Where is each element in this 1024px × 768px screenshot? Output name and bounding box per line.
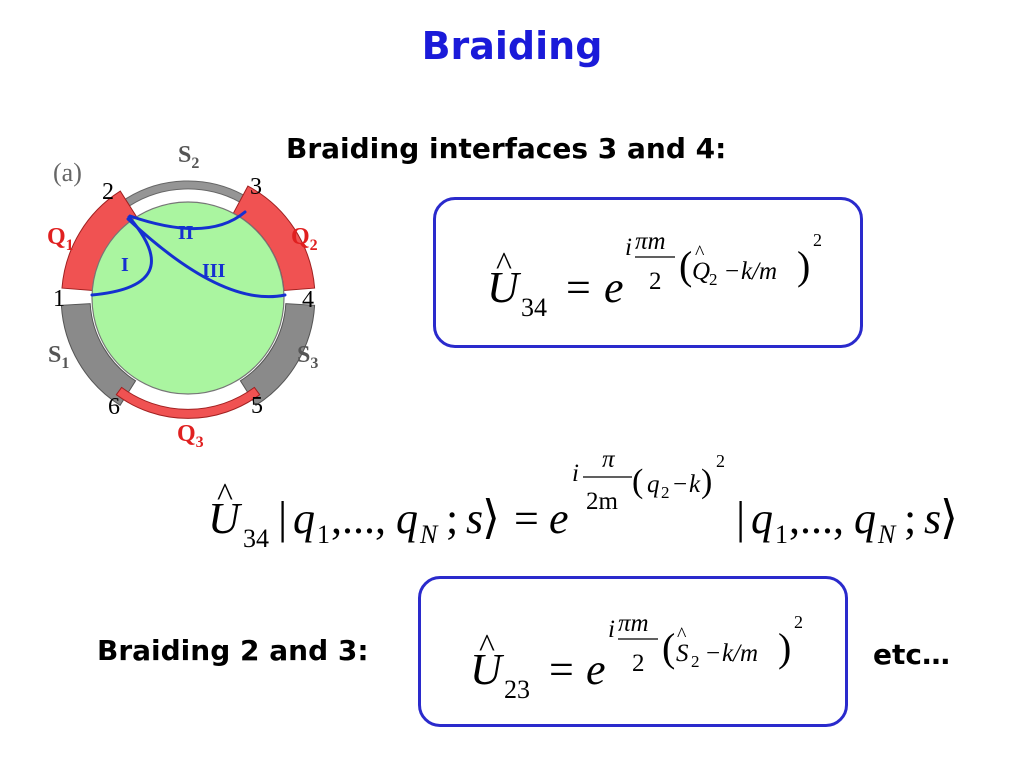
svg-text:2: 2 xyxy=(813,230,822,250)
svg-text:|: | xyxy=(278,492,287,543)
equation-box-u34 xyxy=(433,197,863,348)
svg-text:i: i xyxy=(625,234,632,261)
svg-text:2: 2 xyxy=(691,652,700,671)
svg-text:e: e xyxy=(549,494,569,543)
svg-text:;: ; xyxy=(446,494,458,543)
node-1: 1 xyxy=(53,286,65,312)
svg-text:⟩: ⟩ xyxy=(940,492,958,543)
svg-text:(: ( xyxy=(679,243,692,288)
node-4: 4 xyxy=(302,287,314,313)
svg-text:q: q xyxy=(647,471,660,498)
equation-u23: U ^ 23 = e i πm 2 ( ^ S 2 − k/m ) 2 xyxy=(470,610,803,704)
heading-braiding-23: Braiding 2 and 3: xyxy=(97,634,369,667)
braiding-diagram: (a) 1 2 3 4 5 6 S1 S2 S3 Q1 Q2 Q3 I II I… xyxy=(47,142,318,451)
region-i: I xyxy=(121,254,129,276)
svg-text:(: ( xyxy=(662,625,675,670)
heading-braiding-34: Braiding interfaces 3 and 4: xyxy=(286,132,727,165)
svg-text:2m: 2m xyxy=(586,488,619,515)
svg-text:−: − xyxy=(673,471,687,498)
svg-text:s: s xyxy=(466,494,483,543)
etc-text: etc… xyxy=(873,638,950,671)
svg-text:^: ^ xyxy=(677,624,687,646)
svg-text:i: i xyxy=(608,616,615,643)
svg-text:S: S xyxy=(676,640,689,667)
svg-text:k/m: k/m xyxy=(722,640,758,667)
svg-text:,...,: ,..., xyxy=(331,494,386,543)
svg-text:πm: πm xyxy=(618,610,649,637)
svg-text:,...,: ,..., xyxy=(789,494,844,543)
svg-text:−: − xyxy=(706,640,720,667)
svg-text:πm: πm xyxy=(635,228,666,255)
svg-text:): ) xyxy=(778,625,791,670)
svg-text:U: U xyxy=(487,263,522,312)
region-ii: II xyxy=(178,222,194,244)
slide-title: Braiding xyxy=(421,24,603,68)
braiding-curves xyxy=(90,210,287,299)
svg-text:π: π xyxy=(602,446,616,473)
node-2: 2 xyxy=(102,179,114,205)
svg-text:34: 34 xyxy=(243,524,269,553)
svg-text:2: 2 xyxy=(632,650,645,677)
svg-text:2: 2 xyxy=(709,270,718,289)
svg-text:^: ^ xyxy=(496,246,512,283)
svg-text:−: − xyxy=(725,258,739,285)
svg-text:e: e xyxy=(586,645,606,694)
svg-text:(: ( xyxy=(632,463,643,500)
label-q3: Q3 xyxy=(177,421,204,451)
svg-text:U: U xyxy=(470,645,505,694)
svg-text:q: q xyxy=(396,494,418,543)
node-3: 3 xyxy=(250,174,262,200)
svg-text:=: = xyxy=(549,645,574,694)
region-iii: III xyxy=(202,260,226,282)
label-q2: Q2 xyxy=(291,224,318,254)
svg-text:|: | xyxy=(736,492,745,543)
svg-text:^: ^ xyxy=(217,477,233,514)
svg-text:e: e xyxy=(604,263,624,312)
svg-text:^: ^ xyxy=(695,242,705,264)
panel-label: (a) xyxy=(53,158,82,187)
equation-u34-action: U ^ 34 | q 1 ,..., q N ; s ⟩ = e i π 2m … xyxy=(208,446,958,553)
node-6: 6 xyxy=(108,394,120,420)
svg-text:N: N xyxy=(877,520,897,549)
svg-text:1: 1 xyxy=(317,520,330,549)
svg-text:2: 2 xyxy=(661,483,670,502)
svg-text:1: 1 xyxy=(775,520,788,549)
svg-text:k: k xyxy=(689,471,701,498)
svg-text:): ) xyxy=(701,463,712,500)
svg-text:23: 23 xyxy=(504,675,530,704)
svg-text:2: 2 xyxy=(716,451,725,471)
label-q1: Q1 xyxy=(47,224,74,254)
svg-text:⟩: ⟩ xyxy=(482,492,500,543)
label-s2: S2 xyxy=(178,142,199,172)
svg-text:2: 2 xyxy=(649,268,662,295)
svg-text:;: ; xyxy=(904,494,916,543)
segment-q3 xyxy=(115,386,261,419)
label-s3: S3 xyxy=(297,342,318,372)
svg-text:U: U xyxy=(208,494,243,543)
label-s1: S1 xyxy=(48,342,69,372)
svg-text:q: q xyxy=(751,494,773,543)
svg-text:s: s xyxy=(924,494,941,543)
node-5: 5 xyxy=(251,393,263,419)
svg-text:^: ^ xyxy=(479,628,495,665)
inner-disk xyxy=(91,201,285,395)
svg-text:2: 2 xyxy=(794,612,803,632)
svg-text:q: q xyxy=(854,494,876,543)
svg-text:): ) xyxy=(797,243,810,288)
svg-text:i: i xyxy=(572,460,579,487)
svg-text:=: = xyxy=(514,494,539,543)
svg-text:34: 34 xyxy=(521,293,547,322)
equation-box-u23 xyxy=(418,576,848,727)
equation-u34: U ^ 34 = e i πm 2 ( ^ Q 2 − k/m ) 2 xyxy=(487,228,822,322)
svg-text:=: = xyxy=(566,263,591,312)
svg-text:Q: Q xyxy=(692,258,710,285)
svg-text:N: N xyxy=(419,520,439,549)
svg-text:q: q xyxy=(293,494,315,543)
svg-text:k/m: k/m xyxy=(741,258,777,285)
